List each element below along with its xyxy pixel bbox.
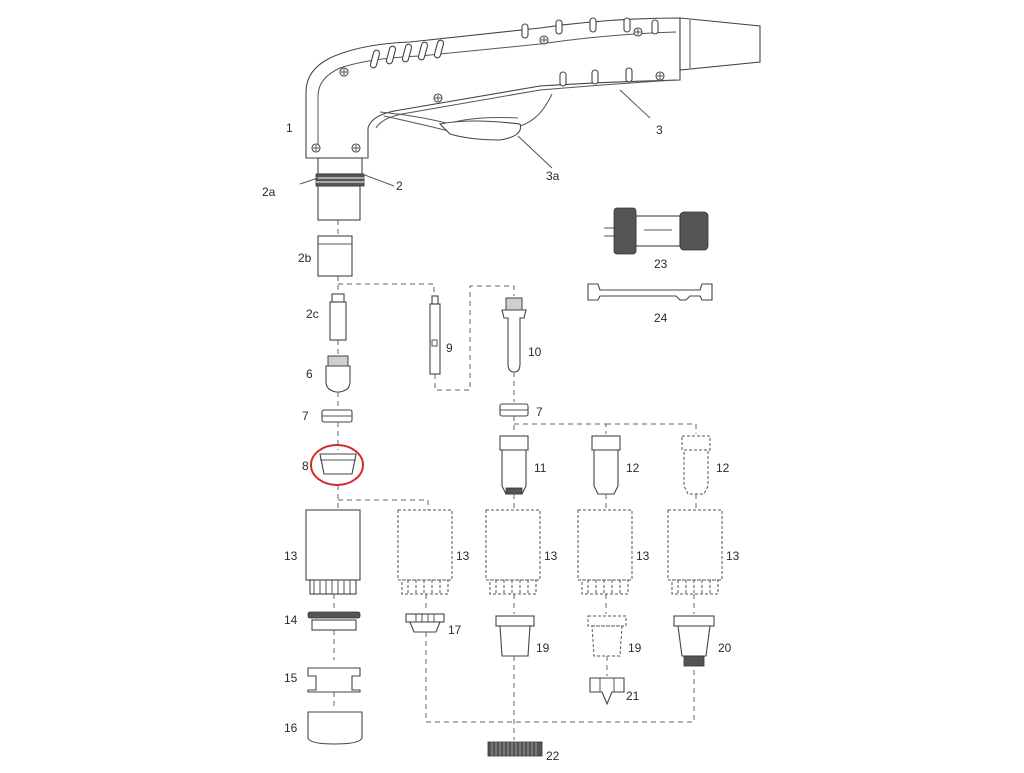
label-2c: 2c (306, 307, 319, 321)
part-12-b-dashed (681, 435, 711, 495)
torch-handle (305, 17, 761, 169)
label-2: 2 (396, 179, 403, 193)
label-9: 9 (446, 341, 453, 355)
label-19-a: 19 (536, 641, 550, 655)
part-2b (317, 235, 353, 277)
label-3a: 3a (546, 169, 560, 183)
label-19-b: 19 (628, 641, 642, 655)
part-2c (329, 293, 347, 341)
label-11: 11 (534, 461, 547, 475)
part-13-dashed-b (485, 509, 541, 595)
label-24: 24 (654, 311, 668, 325)
label-10: 10 (528, 345, 542, 359)
part-number-labels: 1 2 2a 2b 2c 3 3a 6 7 8 9 10 7 11 12 12 … (262, 121, 740, 763)
label-15: 15 (284, 671, 298, 685)
label-2b: 2b (298, 251, 312, 265)
label-7-right: 7 (536, 405, 543, 419)
part-11 (499, 435, 529, 495)
handle-screws (311, 27, 665, 153)
part-15 (307, 667, 361, 693)
part-19-b (587, 615, 627, 657)
part-20 (673, 615, 715, 667)
part-21 (589, 677, 625, 706)
part-10 (501, 297, 527, 373)
part-8 (319, 453, 357, 475)
label-17: 17 (448, 623, 462, 637)
part-9 (429, 295, 441, 375)
part-19-a (495, 615, 535, 657)
label-13-d: 13 (636, 549, 650, 563)
part-12-a (591, 435, 621, 495)
part-13-solid (305, 509, 361, 595)
highlight-circle-part-8 (310, 444, 364, 486)
label-16: 16 (284, 721, 298, 735)
part-14 (307, 611, 361, 631)
label-12-b: 12 (716, 461, 730, 475)
part-13-dashed-c (577, 509, 633, 595)
part-13-dashed-d (667, 509, 723, 595)
label-13-left: 13 (284, 549, 298, 563)
label-2a: 2a (262, 185, 276, 199)
label-14: 14 (284, 613, 298, 627)
label-20: 20 (718, 641, 732, 655)
label-23: 23 (654, 257, 668, 271)
part-6 (325, 355, 351, 393)
label-1: 1 (286, 121, 293, 135)
label-7-left: 7 (302, 409, 309, 423)
label-8: 8 (302, 459, 309, 473)
label-13-c: 13 (544, 549, 558, 563)
label-3: 3 (656, 123, 663, 137)
part-17 (405, 613, 445, 633)
label-13-e: 13 (726, 549, 740, 563)
part-7-right (499, 403, 529, 417)
label-22: 22 (546, 749, 560, 763)
part-23-tool (604, 207, 709, 255)
part-2-head (299, 157, 395, 221)
part-16 (307, 711, 363, 745)
part-7-left (321, 409, 353, 423)
label-6: 6 (306, 367, 313, 381)
part-13-dashed-a (397, 509, 453, 595)
label-12-a: 12 (626, 461, 640, 475)
label-13-b: 13 (456, 549, 470, 563)
grip-slots (369, 17, 659, 87)
part-24-wrench (587, 283, 713, 301)
label-21: 21 (626, 689, 640, 703)
part-22 (487, 741, 543, 757)
